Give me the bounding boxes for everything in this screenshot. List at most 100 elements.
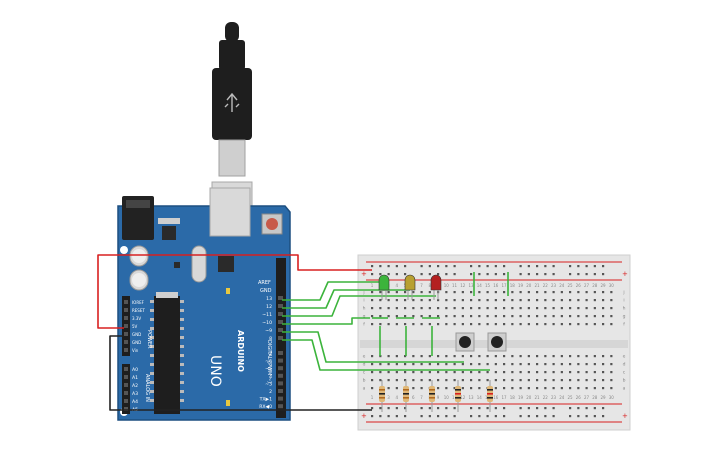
terminal-hole[interactable] — [478, 355, 481, 358]
terminal-hole[interactable] — [536, 363, 539, 366]
digital-pin[interactable] — [278, 358, 283, 363]
rail-hole[interactable] — [503, 265, 506, 268]
rail-hole[interactable] — [536, 265, 539, 268]
terminal-hole[interactable] — [470, 355, 473, 358]
terminal-hole[interactable] — [371, 355, 374, 358]
terminal-hole[interactable] — [461, 355, 464, 358]
terminal-hole[interactable] — [486, 315, 489, 318]
terminal-hole[interactable] — [527, 387, 530, 390]
digital-pin[interactable] — [278, 304, 283, 308]
rail-hole[interactable] — [577, 273, 580, 276]
terminal-hole[interactable] — [461, 387, 464, 390]
terminal-hole[interactable] — [453, 291, 456, 294]
wire-pin12-green[interactable] — [282, 289, 410, 309]
rail-hole[interactable] — [486, 407, 489, 410]
terminal-hole[interactable] — [445, 355, 448, 358]
terminal-hole[interactable] — [544, 355, 547, 358]
terminal-hole[interactable] — [503, 371, 506, 374]
rail-hole[interactable] — [470, 265, 473, 268]
terminal-hole[interactable] — [503, 299, 506, 302]
terminal-hole[interactable] — [593, 355, 596, 358]
terminal-hole[interactable] — [412, 291, 415, 294]
terminal-hole[interactable] — [470, 371, 473, 374]
rail-hole[interactable] — [593, 273, 596, 276]
terminal-hole[interactable] — [420, 387, 423, 390]
terminal-hole[interactable] — [519, 315, 522, 318]
rail-hole[interactable] — [577, 407, 580, 410]
terminal-hole[interactable] — [503, 291, 506, 294]
terminal-hole[interactable] — [437, 299, 440, 302]
terminal-hole[interactable] — [552, 291, 555, 294]
terminal-hole[interactable] — [428, 323, 431, 326]
terminal-hole[interactable] — [536, 299, 539, 302]
terminal-hole[interactable] — [585, 371, 588, 374]
rail-hole[interactable] — [519, 407, 522, 410]
rail-hole[interactable] — [379, 407, 382, 410]
terminal-hole[interactable] — [552, 363, 555, 366]
terminal-hole[interactable] — [585, 291, 588, 294]
terminal-hole[interactable] — [371, 307, 374, 310]
terminal-hole[interactable] — [412, 371, 415, 374]
terminal-hole[interactable] — [585, 387, 588, 390]
terminal-hole[interactable] — [470, 379, 473, 382]
digital-pin[interactable] — [278, 373, 283, 378]
terminal-hole[interactable] — [593, 315, 596, 318]
terminal-hole[interactable] — [453, 307, 456, 310]
rail-hole[interactable] — [428, 273, 431, 276]
terminal-hole[interactable] — [602, 379, 605, 382]
push-button-1[interactable] — [455, 332, 475, 352]
terminal-hole[interactable] — [445, 307, 448, 310]
terminal-hole[interactable] — [503, 363, 506, 366]
terminal-hole[interactable] — [569, 379, 572, 382]
terminal-hole[interactable] — [610, 291, 613, 294]
terminal-hole[interactable] — [527, 363, 530, 366]
rail-hole[interactable] — [544, 407, 547, 410]
terminal-hole[interactable] — [404, 299, 407, 302]
terminal-hole[interactable] — [437, 371, 440, 374]
terminal-hole[interactable] — [610, 387, 613, 390]
terminal-hole[interactable] — [577, 387, 580, 390]
terminal-hole[interactable] — [387, 355, 390, 358]
terminal-hole[interactable] — [371, 291, 374, 294]
terminal-hole[interactable] — [453, 315, 456, 318]
terminal-hole[interactable] — [560, 299, 563, 302]
terminal-hole[interactable] — [585, 299, 588, 302]
terminal-hole[interactable] — [511, 371, 514, 374]
terminal-hole[interactable] — [552, 355, 555, 358]
terminal-hole[interactable] — [379, 299, 382, 302]
terminal-hole[interactable] — [569, 307, 572, 310]
terminal-hole[interactable] — [585, 379, 588, 382]
terminal-hole[interactable] — [486, 379, 489, 382]
terminal-hole[interactable] — [519, 307, 522, 310]
terminal-hole[interactable] — [470, 363, 473, 366]
digital-pin[interactable] — [278, 296, 283, 300]
terminal-hole[interactable] — [527, 307, 530, 310]
terminal-hole[interactable] — [478, 371, 481, 374]
rail-hole[interactable] — [395, 265, 398, 268]
terminal-hole[interactable] — [478, 291, 481, 294]
terminal-hole[interactable] — [527, 371, 530, 374]
terminal-hole[interactable] — [494, 387, 497, 390]
terminal-hole[interactable] — [395, 307, 398, 310]
leds[interactable] — [378, 274, 442, 300]
rail-hole[interactable] — [379, 415, 382, 418]
terminal-hole[interactable] — [371, 315, 374, 318]
terminal-hole[interactable] — [445, 323, 448, 326]
digital-pin[interactable] — [278, 351, 283, 355]
terminal-hole[interactable] — [536, 387, 539, 390]
power-pin[interactable] — [124, 340, 128, 344]
terminal-hole[interactable] — [494, 379, 497, 382]
terminal-hole[interactable] — [486, 371, 489, 374]
terminal-hole[interactable] — [511, 291, 514, 294]
terminal-hole[interactable] — [552, 379, 555, 382]
rail-hole[interactable] — [379, 265, 382, 268]
terminal-hole[interactable] — [428, 363, 431, 366]
terminal-hole[interactable] — [486, 323, 489, 326]
rail-hole[interactable] — [494, 407, 497, 410]
rail-hole[interactable] — [420, 273, 423, 276]
terminal-hole[interactable] — [453, 379, 456, 382]
led-yellow[interactable] — [404, 274, 416, 300]
rail-hole[interactable] — [602, 265, 605, 268]
rail-hole[interactable] — [478, 407, 481, 410]
rail-hole[interactable] — [527, 407, 530, 410]
